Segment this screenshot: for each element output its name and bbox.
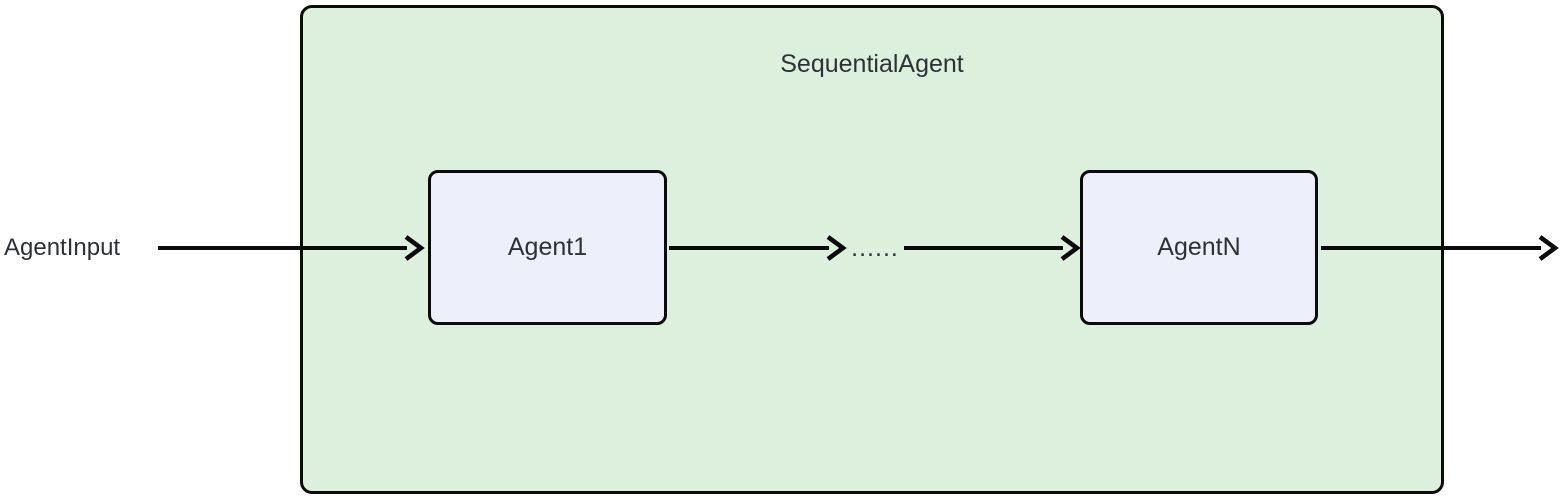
agent-input-label: AgentInput: [4, 234, 121, 261]
node-agentn-label: AgentN: [1157, 233, 1241, 261]
node-agent1: Agent1: [428, 170, 667, 325]
edge-output-arrowhead: [1538, 235, 1559, 261]
sequential-agent-title: SequentialAgent: [780, 50, 964, 78]
node-agentn: AgentN: [1080, 170, 1318, 325]
node-agent1-label: Agent1: [507, 233, 588, 261]
edge-ellipsis-label: ......: [851, 234, 899, 262]
